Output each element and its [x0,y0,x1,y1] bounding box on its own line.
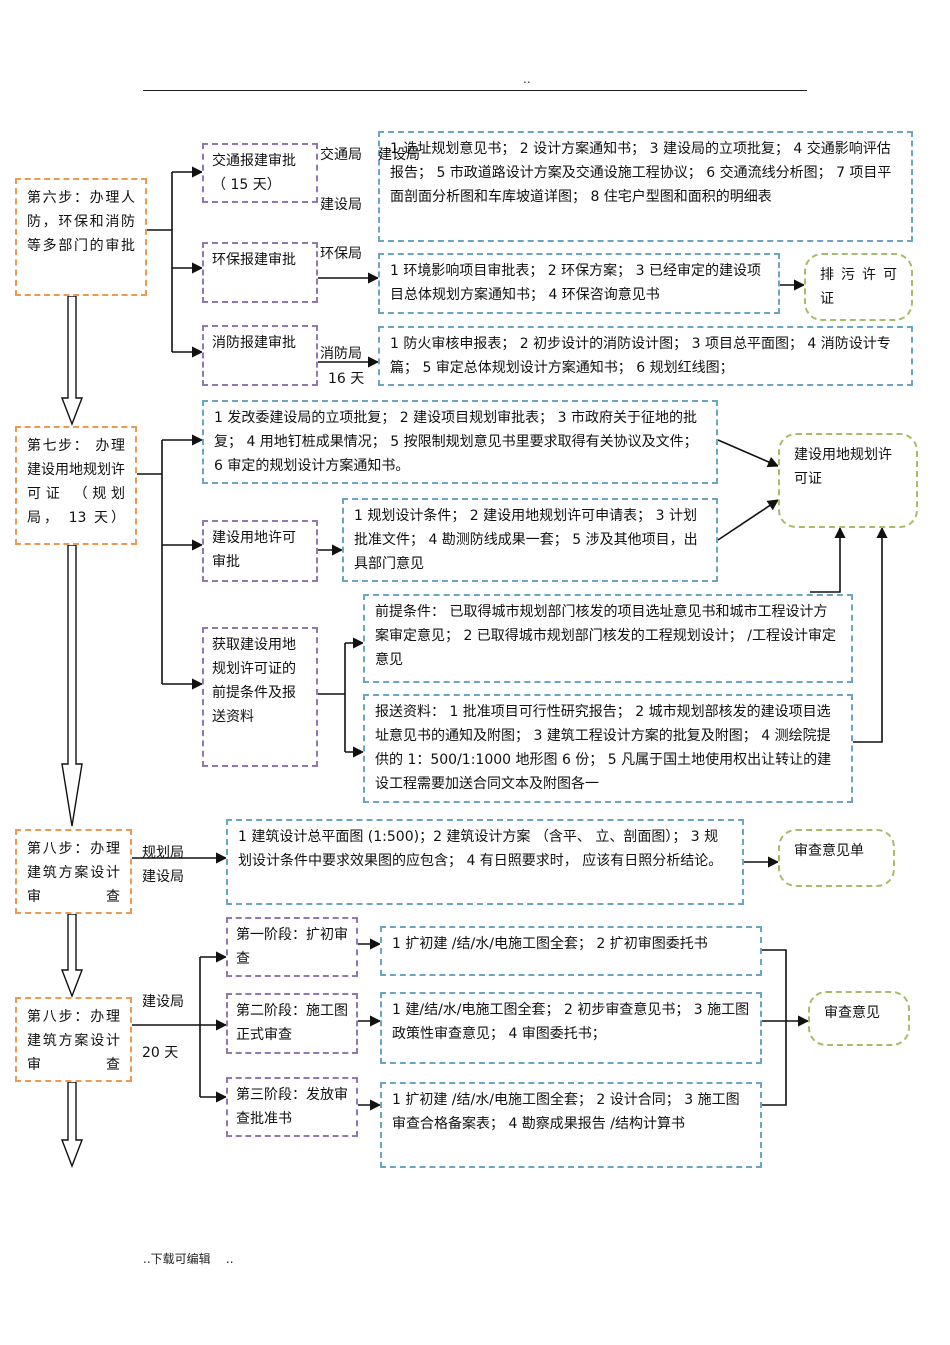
traffic-approval-box: 交通报建审批（ 15 天） [202,143,318,203]
arrow-submit-permit [853,526,888,743]
review-opinion-sheet-result: 审查意见单 [778,829,895,887]
prereq-split [318,643,346,752]
label-fire-days: 16 天 [328,371,365,387]
phase-3-docs-box: 1 扩初建 /结/水/电施工图全套； 2 设计合同； 3 施工图审查合格备案表；… [380,1082,762,1168]
label-env-bureau: 环保局 [320,246,362,262]
traffic-docs-box: 1 选址规划意见书； 2 设计方案通知书； 3 建设局的立项批复； 4 交通影响… [378,131,913,242]
header-rule [143,90,807,91]
label-20-days: 20 天 [142,1045,179,1061]
phase-2-docs-box: 1 建/结/水/电施工图全套； 2 初步审查意见书； 3 施工图政策性审查意见；… [380,992,762,1064]
label-construction-bureau-4: 建设局 [142,994,184,1010]
phase-merge [762,949,787,1106]
label-traffic-bureau: 交通局 [320,147,362,163]
env-docs-box: 1 环境影响项目审批表； 2 环保方案； 3 已经审定的建设项目总体规划方案通知… [378,253,780,314]
label-construction-bureau-1: 建设局 [378,147,420,163]
env-approval-box: 环保报建审批 [202,242,318,303]
land-docs-box: 1 规划设计条件； 2 建设用地规划许可申请表； 3 计划批准文件； 4 勘测防… [342,498,718,582]
review-opinion-result: 审查意见 [808,991,910,1046]
step8a-docs-box: 1 建筑设计总平面图 (1:500)；2 建筑设计方案 （含平、 立、剖面图）；… [226,819,744,905]
hollow-arrow-7-8 [61,544,83,827]
sewage-permit-result: 排 污 许 可 证 [804,253,913,321]
header-dots: .. [523,72,531,86]
arrow-pre-permit [810,526,846,593]
phase-3-box: 第三阶段：发放审查批准书 [226,1077,358,1137]
step7-trunk [137,440,163,684]
prereq-box: 获取建设用地规划许可证的前提条件及报送资料 [202,627,318,767]
label-planning-bureau: 规划局 [142,845,184,861]
step-8a-box: 第八步：办理建筑方案设计审查 [15,829,132,914]
step-7-box: 第七步： 办理建设用地规划许可证 （规划局， 13 天） [15,426,137,545]
submission-box: 报送资料： 1 批准项目可行性研究报告； 2 城市规划部核发的建设项目选址意见书… [363,694,853,803]
phase-2-box: 第二阶段：施工图正式审查 [226,993,358,1054]
footer-text: ..下载可编辑 .. [143,1252,234,1266]
hollow-arrow-8-8 [60,913,84,998]
fire-docs-box: 1 防火审核申报表； 2 初步设计的消防设计图； 3 项目总平面图； 4 消防设… [378,326,913,386]
phase-1-docs-box: 1 扩初建 /结/水/电施工图全套； 2 扩初审图委托书 [380,926,762,976]
step7-docs-box: 1 发改委建设局的立项批复； 2 建设项目规划审批表； 3 市政府关于征地的批复… [202,400,718,484]
step-6-box: 第六步：办理人防，环保和消防等多部门的审批 [15,178,147,296]
label-construction-bureau-3: 建设局 [142,869,184,885]
label-construction-bureau-2: 建设局 [320,197,362,213]
fire-approval-box: 消防报建审批 [202,325,318,386]
hollow-arrow-6-7 [60,295,84,426]
land-approval-box: 建设用地许可审批 [202,520,318,582]
step-8b-box: 第八步：办理建筑方案设计审查 [15,997,132,1082]
phase-1-box: 第一阶段：扩初审查 [226,917,358,977]
label-fire-bureau: 消防局 [320,346,362,362]
arrow-s7docs-permit [717,439,780,468]
land-planning-permit-result: 建设用地规划许可证 [778,433,918,528]
hollow-arrow-8-end [60,1081,84,1168]
step8b-trunk [132,957,201,1097]
precondition-box: 前提条件： 已取得城市规划部门核发的项目选址意见书和城市工程设计方案审定意见； … [363,594,853,683]
step6-trunk [147,172,173,352]
arrow-landdocs-permit [717,499,779,541]
